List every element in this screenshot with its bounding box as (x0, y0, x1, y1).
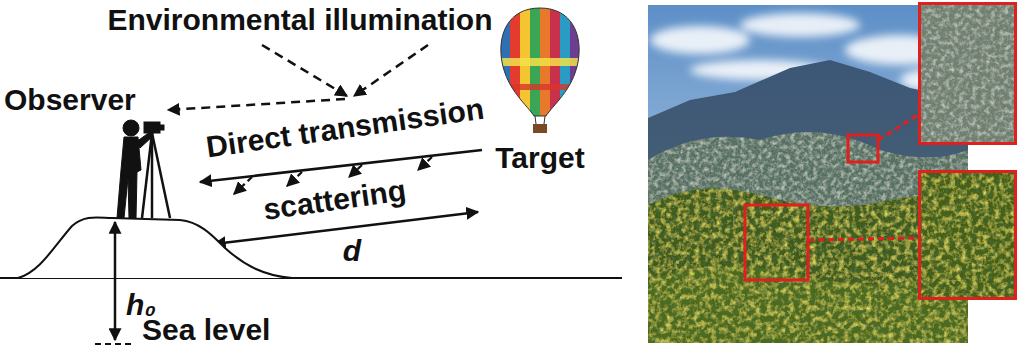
zoom-box (745, 205, 808, 280)
cloud (740, 13, 860, 37)
sea-level-label: Sea level (142, 315, 270, 345)
balloon-envelope (498, 5, 582, 120)
observer-body (117, 137, 141, 218)
tripod-leg (151, 133, 154, 218)
inset-frame (920, 4, 1016, 144)
scattering-ray (287, 172, 302, 186)
inset-frame (920, 172, 1016, 299)
inset-texture (918, 2, 1017, 145)
illumination-ray (354, 45, 428, 96)
transmission-label: Direct transmission (204, 94, 486, 163)
camera-lens (158, 125, 164, 130)
observer-label: Observer (4, 85, 136, 115)
band (498, 58, 582, 66)
inset-texture (918, 170, 1017, 300)
zoom-marks (745, 115, 918, 280)
height-arrow (114, 222, 117, 340)
cloud (650, 26, 750, 54)
rope (544, 116, 545, 124)
basket (533, 124, 547, 133)
target-label: Target (495, 143, 584, 173)
tripod-leg (152, 133, 170, 218)
distance-label: d (343, 236, 361, 266)
observer-head (123, 120, 139, 136)
scattering-ray (234, 177, 252, 194)
balloon-outline (501, 8, 579, 116)
zoom-leader (808, 238, 918, 240)
scattered-light-ray (168, 99, 345, 110)
tripod (142, 133, 170, 218)
sea-level-mark (95, 343, 134, 345)
tripod-leg (142, 133, 152, 218)
illumination-arrows (168, 45, 428, 110)
illumination-ray (262, 45, 347, 96)
zoom-leader (878, 115, 918, 140)
illumination-label: Environmental illumination (107, 5, 492, 35)
inset-top (918, 2, 1017, 145)
scattering-label: scattering (262, 175, 408, 225)
hill (18, 217, 292, 278)
inset-bottom (918, 170, 1017, 300)
scattering-ray (349, 165, 362, 177)
balloon (498, 5, 582, 133)
observer-figure (117, 120, 170, 218)
zoom-box (848, 135, 878, 162)
scattering-ray (418, 157, 432, 170)
rope (535, 116, 536, 124)
